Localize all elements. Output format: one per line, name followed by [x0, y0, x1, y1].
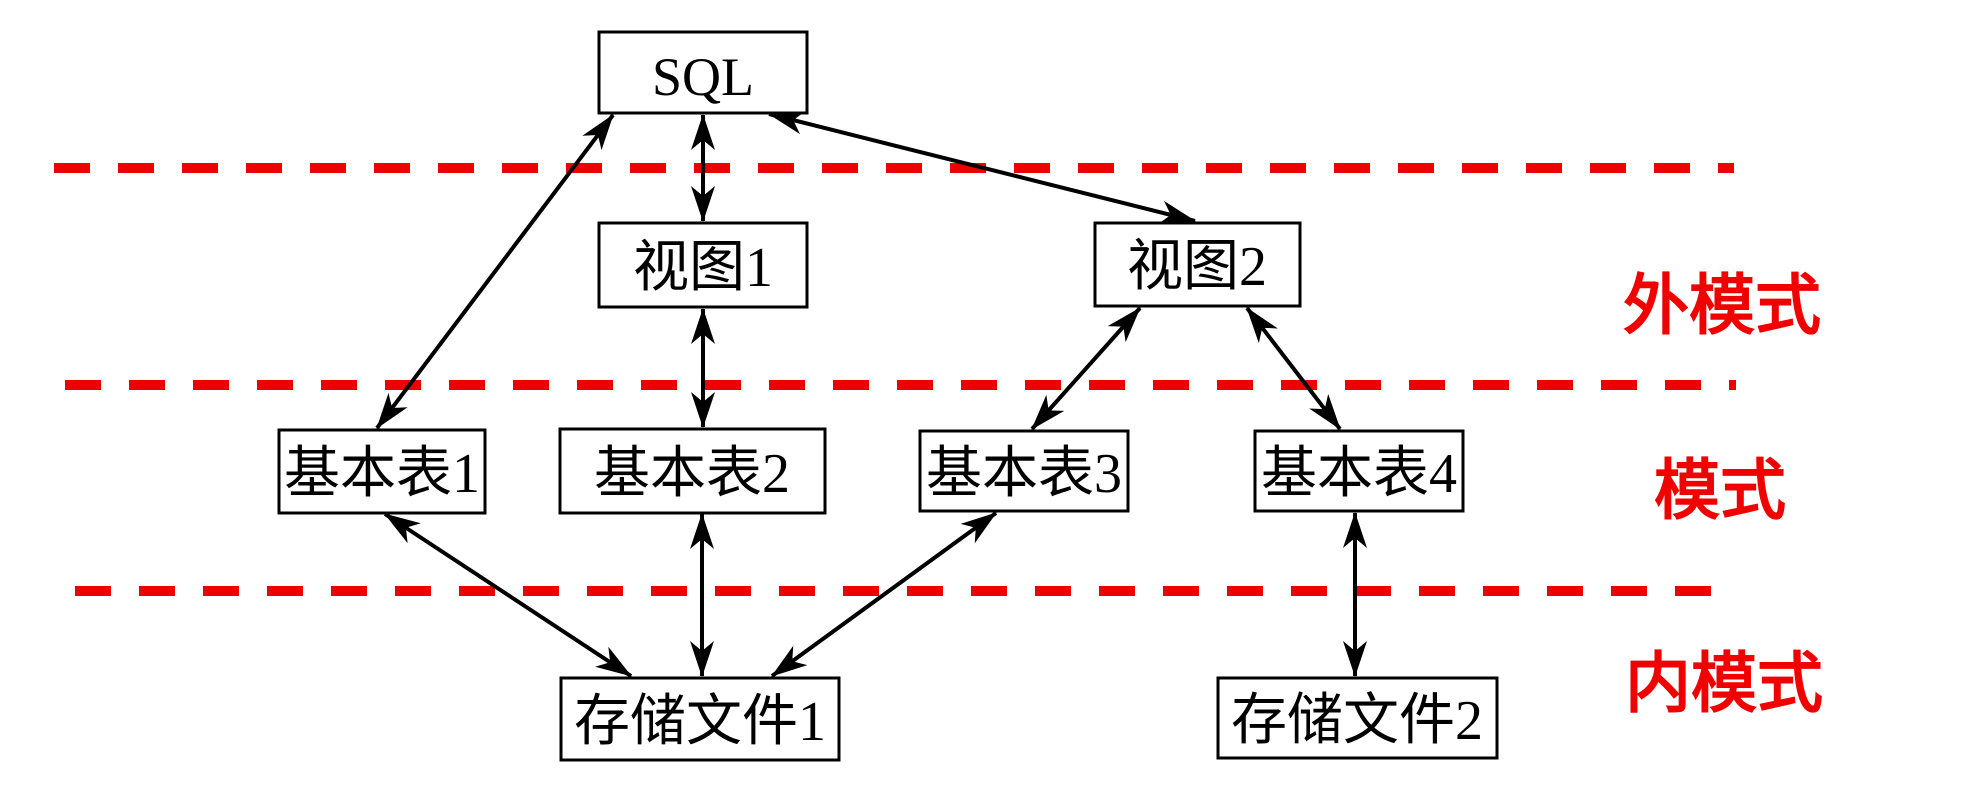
node-box-table3	[918, 429, 1130, 513]
node-label-file1: 存储文件1	[574, 691, 826, 753]
node-label-sql: SQL	[652, 47, 754, 107]
node-table2: 基本表2	[558, 427, 827, 515]
layer-label-internal: 内模式	[1625, 646, 1823, 720]
arrow-view2-table3	[1030, 306, 1142, 431]
node-box-file2	[1216, 676, 1499, 760]
node-box-table2	[558, 427, 827, 515]
node-label-table2: 基本表2	[594, 443, 790, 505]
layer-label-schema: 模式	[1654, 453, 1786, 527]
arrow-sql-table1	[375, 113, 615, 430]
node-label-table4: 基本表4	[1261, 443, 1457, 505]
arrow-sql-view2	[768, 110, 1196, 225]
node-table1: 基本表1	[277, 428, 487, 515]
layer-label-external: 外模式	[1623, 268, 1821, 342]
node-label-table3: 基本表3	[926, 443, 1122, 505]
node-file2: 存储文件2	[1216, 676, 1499, 760]
node-label-view1: 视图1	[633, 237, 773, 299]
node-box-view1	[597, 221, 809, 309]
node-label-view2: 视图2	[1127, 236, 1267, 298]
node-view2: 视图2	[1093, 221, 1302, 308]
node-label-table1: 基本表1	[284, 443, 480, 505]
arrow-view2-table4	[1245, 306, 1342, 431]
arrow-table1-file1	[383, 512, 633, 678]
node-table3: 基本表3	[918, 429, 1130, 513]
node-table4: 基本表4	[1253, 429, 1465, 513]
node-box-sql	[597, 30, 809, 115]
node-sql: SQL	[597, 30, 809, 115]
node-box-view2	[1093, 221, 1302, 308]
node-view1: 视图1	[597, 221, 809, 309]
node-box-table1	[277, 428, 487, 515]
node-box-file1	[559, 676, 841, 762]
node-box-table4	[1253, 429, 1465, 513]
node-label-file2: 存储文件2	[1231, 690, 1483, 752]
node-file1: 存储文件1	[559, 676, 841, 762]
arrow-table3-file1	[770, 511, 998, 678]
